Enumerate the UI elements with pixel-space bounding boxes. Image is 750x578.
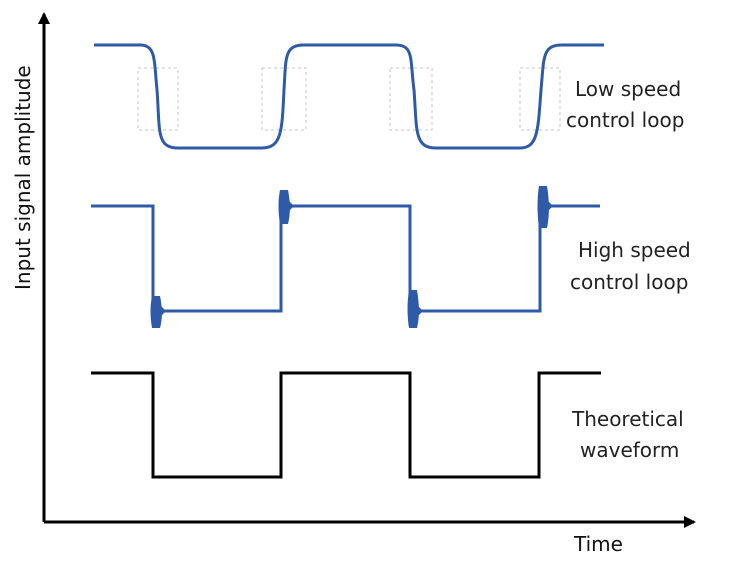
ringing-overshoots [150,186,553,328]
high-speed-label-line2: control loop [570,270,688,294]
transition-guides [137,67,561,131]
high-speed-label-line1: High speed [578,238,691,262]
theoretical-label-line2: waveform [580,438,679,462]
high-speed-waveform [91,204,600,313]
low-speed-waveform [94,43,604,150]
y-axis-label: Input signal amplitude [11,65,35,290]
low-speed-label-line2: control loop [566,108,684,132]
low-speed-label-line1: Low speed [575,77,681,101]
theoretical-waveform [91,371,601,479]
theoretical-label-line1: Theoretical [571,407,684,431]
x-axis-label: Time [573,532,623,556]
